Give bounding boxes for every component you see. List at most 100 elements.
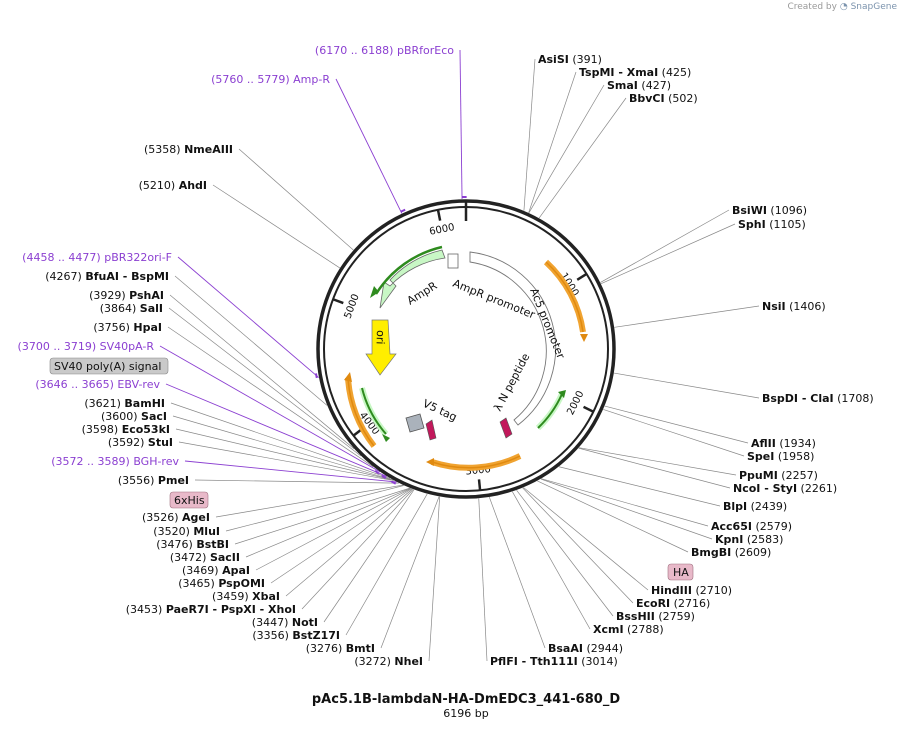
site-label: (5210) AhdI: [139, 179, 207, 192]
site-label: PpuMI (2257): [739, 469, 818, 482]
leader-line: [225, 485, 404, 532]
ampr-feature[interactable]: AmpR: [370, 245, 446, 309]
his-tag-box[interactable]: 6xHis: [169, 491, 209, 509]
site-label: (3472) SacII: [170, 551, 240, 564]
ori-feature[interactable]: ori: [365, 319, 397, 376]
leader-line: [212, 184, 340, 269]
credit-brand: SnapGene: [850, 2, 897, 12]
leader-line: [528, 84, 605, 214]
tick-label: 6000: [428, 222, 455, 238]
leader-line: [600, 223, 736, 285]
site-label: HindIII (2710): [651, 584, 732, 597]
leader-line: [541, 478, 709, 527]
leader-line: [478, 498, 488, 662]
leader-line: [345, 493, 428, 636]
leader-line: [603, 409, 745, 457]
site-label: (3272) NheI: [354, 655, 423, 668]
site-label: (5760 .. 5779) Amp-R: [211, 73, 330, 86]
leader-line: [170, 402, 391, 479]
leader-line: [301, 489, 414, 610]
site-label: (6170 .. 6188) pBRforEco: [315, 44, 454, 57]
site-label: TspMI - XmaI (425): [579, 66, 691, 79]
primer-mark: [374, 470, 380, 475]
sv40-polya-box[interactable]: SV40 poly(A) signal: [49, 357, 169, 375]
leader-line: [238, 148, 354, 251]
leader-line: [512, 491, 591, 630]
primer-mark: [391, 480, 397, 485]
green-feature-left[interactable]: [359, 387, 390, 442]
tick-mark: [582, 405, 594, 413]
leader-lines: [159, 49, 760, 662]
ha-box[interactable]: HA: [667, 563, 694, 581]
snapgene-logo-icon: ◔: [839, 2, 848, 12]
leader-line: [558, 466, 721, 507]
leader-line: [523, 58, 536, 211]
site-label: (3520) MluI: [153, 525, 220, 538]
leader-line: [255, 488, 412, 571]
site-label: (3276) BmtI: [306, 642, 375, 655]
leader-line: [177, 256, 320, 378]
ampr-label: AmpR: [405, 279, 440, 308]
site-label: (3526) AgeI: [142, 511, 210, 524]
site-label: (3864) SalI: [100, 302, 163, 315]
v5-tag-feature[interactable]: V5 tag: [405, 397, 459, 441]
site-label: (3465) PspOMI: [178, 577, 265, 590]
tick-mark: [576, 272, 588, 281]
credit-prefix: Created by: [787, 2, 837, 12]
site-label: SmaI (427): [607, 79, 671, 92]
leader-line: [159, 345, 381, 473]
leader-line: [285, 488, 413, 597]
site-label: NcoI - StyI (2261): [733, 482, 837, 495]
site-label: (3756) HpaI: [93, 321, 162, 334]
site-label: BsiWI (1096): [732, 204, 807, 217]
site-label: (3929) PshAI: [89, 289, 164, 302]
leader-line: [234, 487, 411, 545]
site-label: (3453) PaeR7I - PspXI - XhoI: [126, 603, 296, 616]
lambda-n-feature[interactable]: λ N peptide: [491, 351, 533, 439]
site-label: (3598) Eco53kI: [82, 423, 170, 436]
site-label: NsiI (1406): [762, 300, 826, 313]
plasmid-name: pAc5.1B-lambdaN-HA-DmEDC3_441-680_D: [312, 692, 620, 707]
leader-line: [428, 496, 441, 662]
leader-line: [459, 49, 463, 200]
plasmid-length: 6196 bp: [443, 707, 488, 720]
primer-mark: [381, 474, 387, 479]
v5-tag-label: V5 tag: [421, 397, 459, 424]
leader-line: [215, 484, 403, 518]
leader-line: [165, 383, 388, 477]
leader-line: [522, 487, 634, 604]
leader-line: [380, 496, 440, 649]
site-label: (4267) BfuAI - BspMI: [45, 270, 169, 283]
site-label: (3700 .. 3719) SV40pA-R: [18, 340, 155, 353]
leader-line: [172, 415, 393, 481]
left-site-labels: (6170 .. 6188) pBRforEco (5760 .. 5779) A…: [18, 44, 455, 668]
tick-mark: [436, 209, 442, 221]
site-label: BsaAI (2944): [548, 642, 623, 655]
leader-line: [489, 497, 546, 649]
ac5-promoter-feature[interactable]: Ac5 promoter: [469, 251, 568, 426]
right-site-labels: AsiSI (391)TspMI - XmaI (425)SmaI (427)B…: [490, 53, 874, 668]
site-label: AflII (1934): [751, 437, 816, 450]
leader-line: [178, 441, 395, 481]
site-label: XcmI (2788): [593, 623, 664, 636]
leader-line: [537, 480, 689, 553]
green-feature-right[interactable]: [535, 390, 566, 431]
site-label: (3572 .. 3589) BGH-rev: [51, 455, 179, 468]
leader-line: [600, 209, 730, 283]
site-label: SphI (1105): [738, 218, 806, 231]
ori-label: ori: [374, 330, 387, 345]
site-label: Acc65I (2579): [711, 520, 792, 533]
site-label: (5358) NmeAIII: [144, 143, 233, 156]
leader-line: [523, 487, 649, 591]
leader-line: [323, 489, 415, 623]
site-label: EcoRI (2716): [636, 597, 710, 610]
orange-feature-right[interactable]: [543, 259, 588, 342]
tick-label: 5000: [343, 293, 362, 321]
orange-feature-left[interactable]: [344, 372, 377, 448]
primer-mark: [400, 208, 406, 213]
site-label: BspDI - ClaI (1708): [762, 392, 874, 405]
orange-feature-bottom[interactable]: [426, 453, 522, 471]
leader-line: [168, 307, 362, 457]
leader-line: [516, 490, 614, 617]
tick-mark: [332, 298, 344, 305]
